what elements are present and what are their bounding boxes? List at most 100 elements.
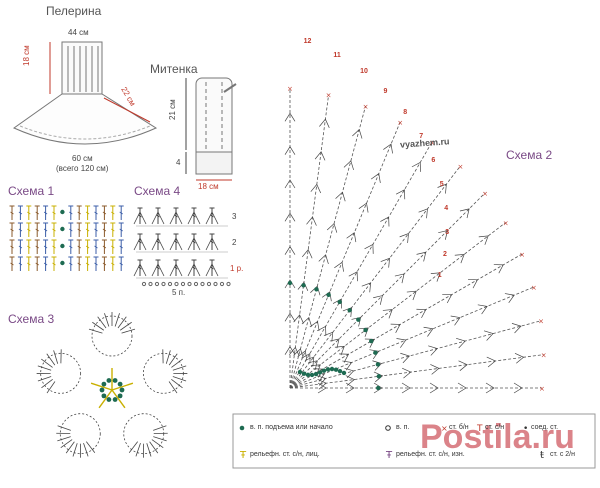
scheme1-stitch-bar	[111, 211, 115, 215]
mitenka-length-dim: 21 см	[168, 99, 177, 120]
scheme3-inner-spoke	[111, 382, 134, 391]
scheme4-fan	[169, 237, 183, 251]
scheme2-fan-stitch	[304, 356, 315, 367]
scheme2-fan-stitch	[284, 346, 296, 355]
scheme2-fan-stitch	[301, 316, 312, 327]
scheme2-row-number: 4	[444, 205, 449, 213]
scheme2-end-cross: ×	[457, 163, 463, 171]
scheme1-stitch-bar	[27, 211, 31, 215]
scheme4-stitch-bar	[210, 266, 214, 270]
scheme3-center-dot	[119, 387, 125, 393]
scheme2-end-cross: ×	[287, 85, 293, 93]
scheme3-petal-stitch	[119, 321, 132, 331]
scheme1-title: Схема 1	[8, 184, 55, 198]
scheme2-fan-stitch	[284, 146, 296, 155]
scheme2-base-dot	[301, 371, 307, 376]
scheme4-stitch-bar	[138, 214, 142, 218]
scheme1-stitch-bar	[43, 228, 48, 232]
scheme4-diagram	[133, 207, 231, 287]
scheme2-base-dot	[329, 366, 335, 372]
scheme2-spoke	[289, 320, 542, 389]
scheme2-fan-stitch	[293, 348, 304, 359]
scheme1-stitch-bar	[94, 211, 98, 215]
scheme2-base-dot	[297, 369, 303, 375]
scheme3-center-dot	[99, 387, 105, 393]
scheme2-dot	[314, 287, 319, 292]
scheme3-petal-stitch	[41, 379, 53, 389]
scheme2-fan-stitch	[323, 331, 334, 342]
scheme2-fan-stitch	[486, 356, 496, 368]
scheme1-stitch-bar	[43, 211, 48, 215]
scheme4-stitch-bar	[192, 240, 196, 244]
scheme3-center-dot	[112, 378, 118, 383]
scheme2-fan-stitch	[485, 382, 495, 394]
scheme2-fan-stitch	[383, 143, 393, 154]
scheme2-fan-stitch	[458, 360, 468, 371]
scheme3-petal-stitch	[117, 316, 127, 329]
scheme4-fan	[133, 211, 147, 225]
scheme4-chain	[193, 281, 199, 287]
mitenka-diagram	[185, 77, 237, 181]
scheme2-fan-stitch	[289, 346, 300, 357]
scheme2-fan-stitch	[308, 360, 318, 370]
scheme1-stitch-bar	[35, 245, 39, 249]
scheme2-spoke	[289, 105, 366, 389]
scheme3-petal-stitch	[104, 313, 110, 327]
scheme2-fan-stitch	[317, 325, 327, 336]
scheme4-chain	[187, 281, 192, 287]
scheme3-inner-spoke	[98, 389, 113, 409]
scheme4-fan	[187, 237, 201, 251]
scheme3-inner-spoke	[90, 382, 113, 391]
scheme2-fan-stitch	[284, 246, 296, 255]
scheme2-row-number: 2	[443, 251, 447, 259]
scheme3-petal	[59, 413, 101, 455]
scheme1-dot	[60, 243, 65, 249]
scheme2-fan-stitch	[301, 248, 313, 259]
legend-sc: ст. б/н	[449, 424, 469, 431]
scheme1-stitch-bar	[27, 262, 31, 266]
scheme1-stitch-bar	[102, 228, 107, 232]
scheme3-center-dot	[101, 393, 107, 399]
scheme2-fan-stitch	[400, 352, 410, 364]
scheme4-stitch-bar	[192, 214, 196, 218]
scheme2-fan-stitch	[430, 272, 441, 282]
scheme2-dot	[301, 283, 306, 288]
pelerina-diagram	[12, 41, 158, 145]
scheme3-petal-stitch	[53, 350, 59, 364]
scheme4-stitch-bar	[210, 240, 214, 244]
scheme3-petal-stitch	[57, 425, 71, 431]
scheme4-fan	[151, 263, 165, 277]
scheme2-dot	[347, 308, 352, 313]
scheme2-fan-stitch	[429, 382, 439, 394]
legend-relief-front: рельефн. ст. с/н, лиц.	[250, 451, 320, 458]
scheme2-fan-stitch	[380, 257, 390, 268]
scheme2-dot	[356, 317, 361, 322]
legend-dc2: ст. с 2/н	[550, 451, 575, 458]
scheme3-petal-stitch	[168, 381, 178, 394]
scheme3-petal-stitch	[57, 436, 71, 442]
scheme4-fan	[169, 211, 183, 225]
scheme2-fan-stitch	[293, 314, 304, 324]
scheme3-center-dot	[117, 393, 123, 399]
scheme4-stitch-bar	[138, 266, 142, 270]
scheme4-chain	[213, 281, 218, 287]
scheme4-repeat: 5 п.	[172, 288, 186, 297]
scheme2-fan-stitch	[428, 345, 438, 356]
legend-relief-back: рельефн. ст. с/н, изн.	[396, 451, 465, 458]
scheme2-fan-stitch	[284, 112, 296, 122]
scheme2-dot	[369, 338, 374, 344]
scheme2-fan-stitch	[344, 367, 355, 379]
pelerina-height-dim: 18 см	[22, 45, 31, 66]
scheme1-stitch-bar	[69, 245, 73, 249]
scheme2-fan-stitch	[319, 118, 330, 128]
scheme3-petal-stitch	[92, 321, 105, 331]
scheme2-fan-stitch	[334, 345, 345, 356]
scheme2-dot	[376, 374, 382, 379]
scheme2-fan-stitch	[395, 189, 406, 200]
scheme3-petal-stitch	[135, 443, 141, 457]
scheme2-fan-stitch	[317, 382, 327, 394]
svg-text:Ŧ: Ŧ	[239, 450, 247, 461]
scheme4-chain	[180, 281, 186, 287]
scheme4-title: Схема 4	[134, 184, 181, 198]
scheme3-petal-stitch	[146, 443, 152, 457]
